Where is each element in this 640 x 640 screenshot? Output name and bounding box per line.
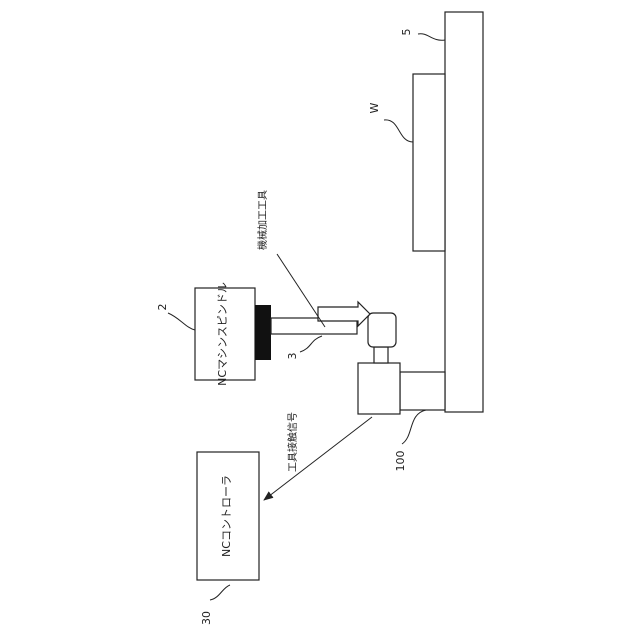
- ref-sensor: 100: [394, 451, 407, 472]
- signal-arrow: [264, 417, 372, 500]
- ref-controller: 30: [200, 611, 213, 625]
- ref-table: 5: [400, 29, 413, 36]
- ref-tool: 3: [286, 353, 299, 360]
- leader-table: [418, 34, 445, 41]
- leader-tool: [300, 336, 322, 352]
- leader-workpiece: [384, 120, 413, 142]
- nc-controller-label: NCコントローラ: [220, 475, 233, 557]
- contact-probe: [368, 313, 396, 347]
- workpiece: [413, 74, 445, 251]
- spindle-collet: [255, 305, 271, 360]
- sensor-body: [358, 363, 400, 414]
- sensor-base: [400, 372, 445, 410]
- ref-spindle: 2: [156, 304, 169, 311]
- nc-spindle-label: NCマシンスピンドル: [216, 282, 229, 386]
- ref-workpiece: W: [368, 102, 381, 113]
- sensor-neck: [374, 347, 388, 363]
- machine-table: [445, 12, 483, 412]
- leader-spindle: [168, 313, 195, 330]
- leader-controller: [210, 585, 230, 600]
- leader-sensor: [402, 410, 426, 444]
- machining-tool-label: 機械加工工具: [256, 190, 269, 250]
- tool-contact-signal-label: 工具接触信号: [286, 412, 299, 472]
- tool-leader-line: [277, 254, 325, 327]
